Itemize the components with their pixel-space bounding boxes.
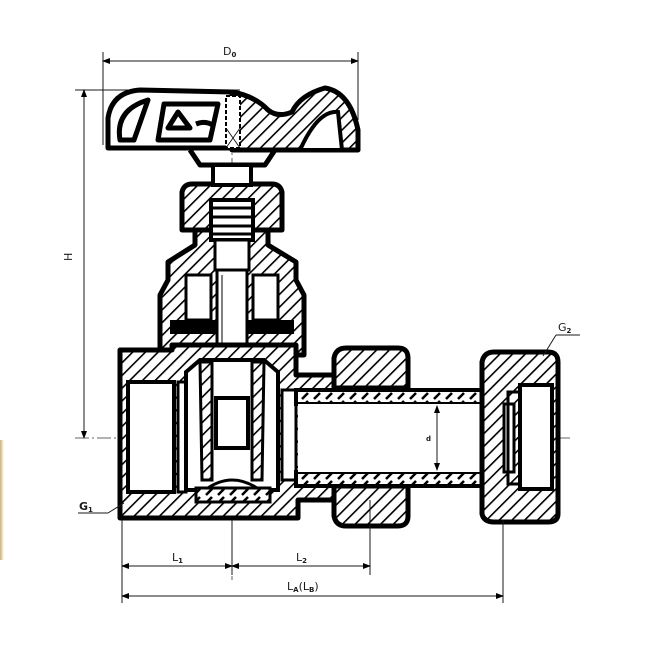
label-l1: L1: [172, 551, 183, 565]
dimension-l1-l2-la: L1 L2 LA(LB): [121, 500, 504, 603]
handwheel: [105, 85, 361, 168]
leader-g1: G1: [78, 500, 125, 514]
label-l2: L2: [296, 551, 307, 565]
label-g1: G1: [79, 500, 93, 514]
label-g2: G2: [558, 321, 572, 335]
scan-edge-artifact: [0, 440, 4, 560]
bonnet: [157, 163, 307, 392]
dimension-d: d: [426, 405, 440, 471]
label-d0: D0: [223, 45, 236, 59]
leader-g2: G2: [542, 321, 580, 357]
union-tailpiece: [294, 345, 561, 529]
label-la-lb: LA(LB): [287, 580, 319, 594]
label-d: d: [426, 435, 431, 443]
label-h: H: [62, 253, 75, 261]
dimension-d0: D0: [102, 45, 359, 145]
